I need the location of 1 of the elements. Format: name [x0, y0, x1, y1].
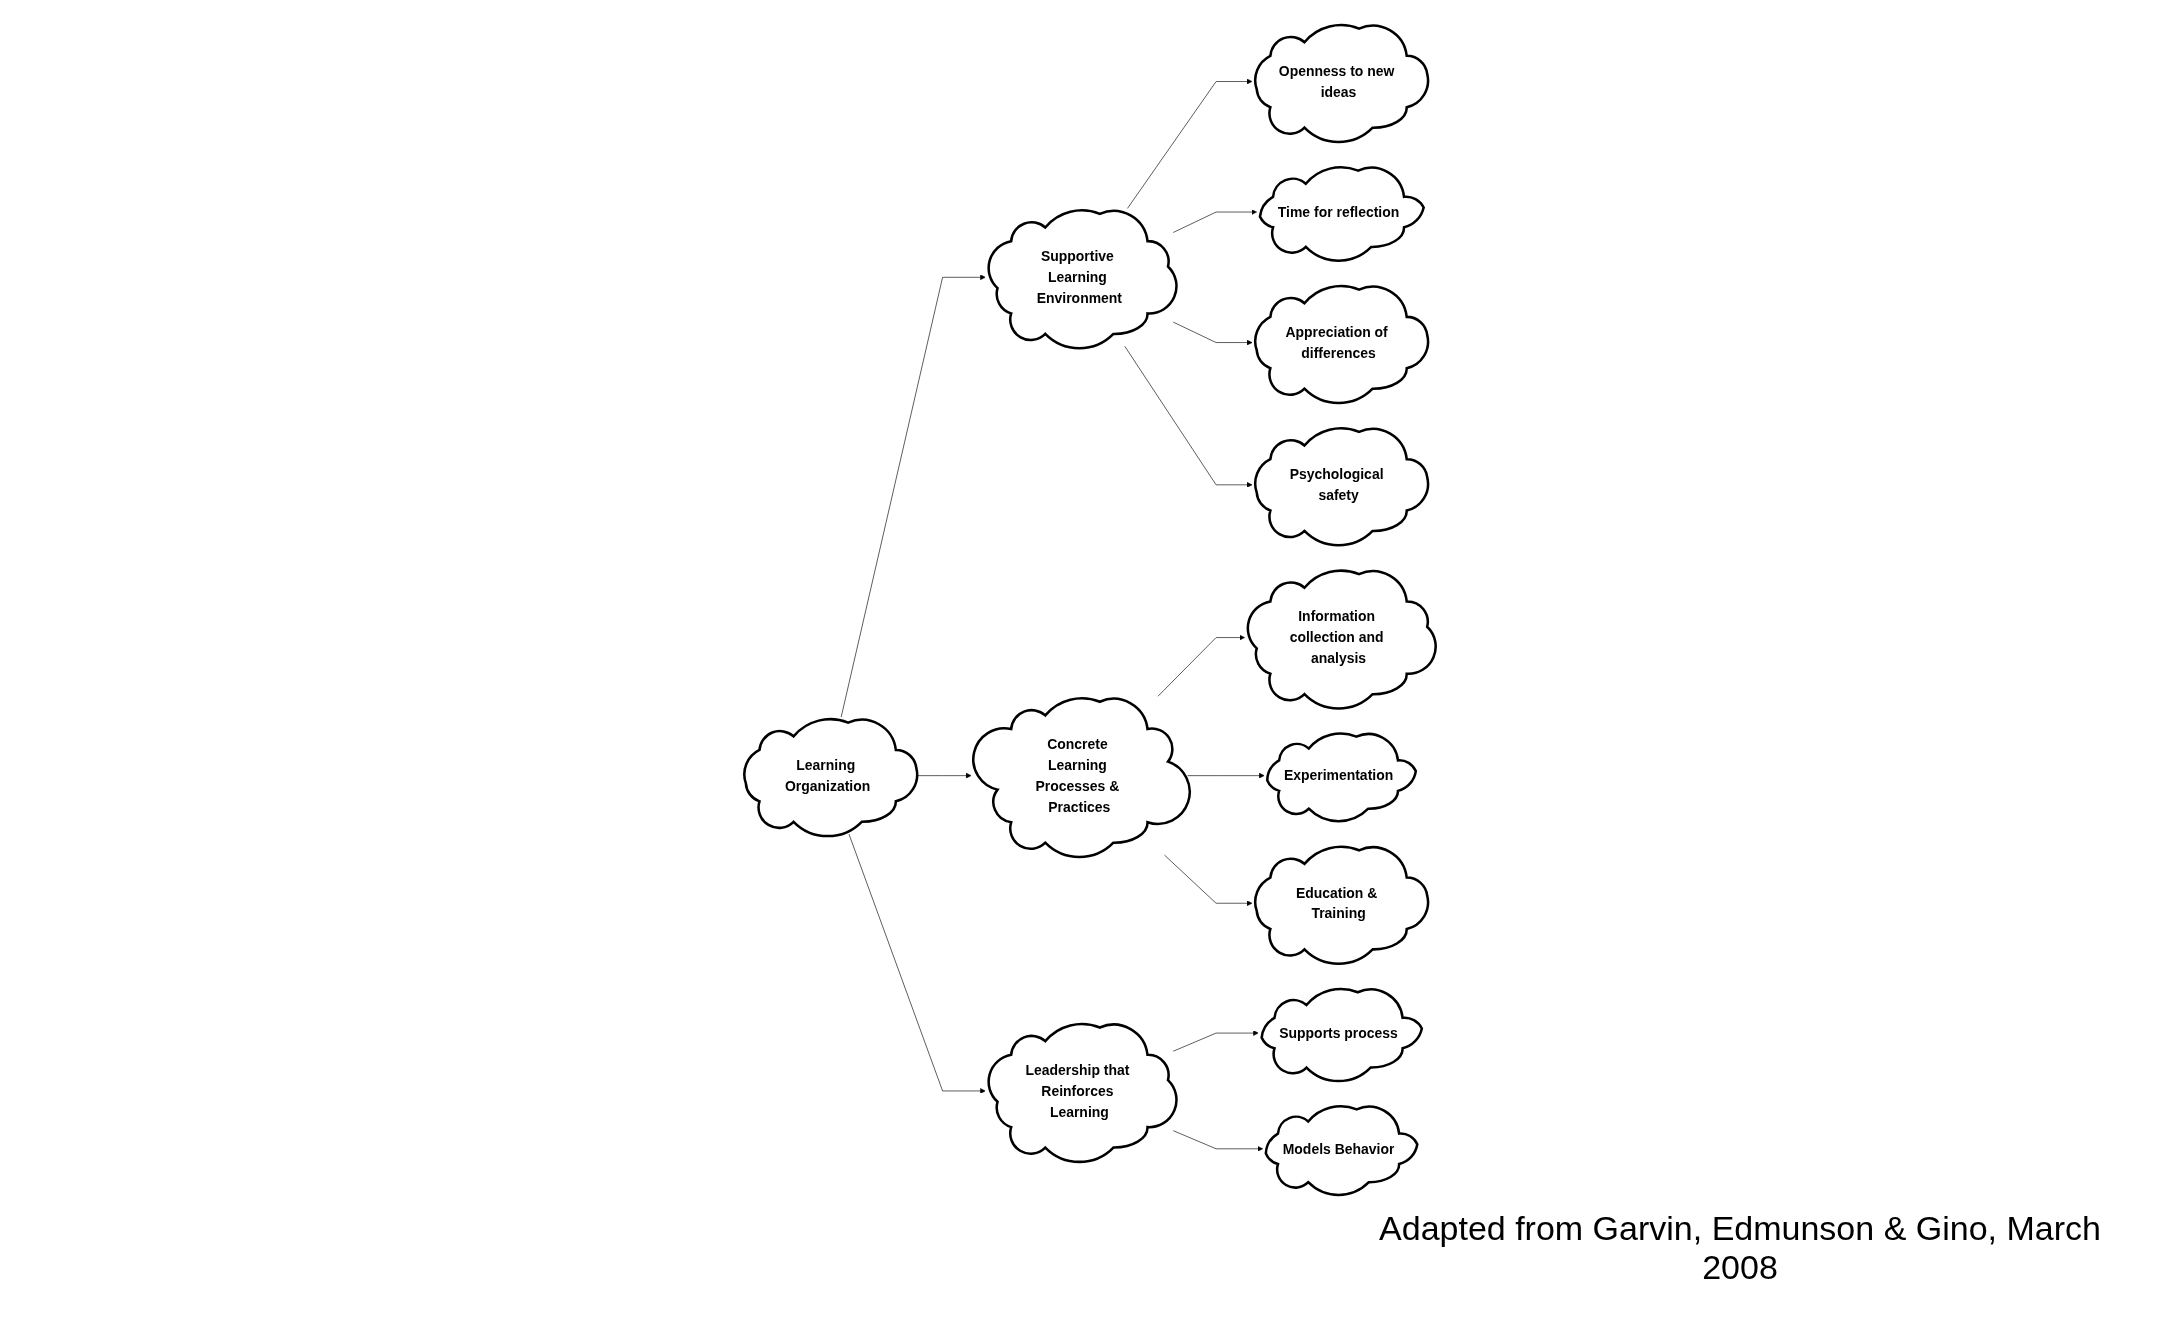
caption: Adapted from Garvin, Edmunson & Gino, March 2008 [1378, 1209, 2102, 1287]
